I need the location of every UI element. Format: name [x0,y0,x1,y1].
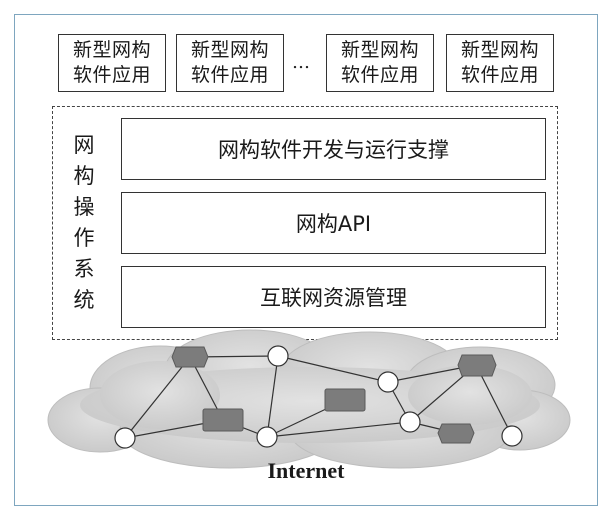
router-node-2 [203,409,243,431]
host-node-4 [378,372,398,392]
host-node-6 [502,426,522,446]
router-node-1 [172,347,208,367]
host-node-2 [257,427,277,447]
router-node-3 [325,389,365,411]
host-node-5 [400,412,420,432]
router-node-4 [458,355,496,376]
host-node-1 [115,428,135,448]
router-node-5 [438,424,474,443]
host-node-3 [268,346,288,366]
internet-label: Internet [0,458,612,484]
